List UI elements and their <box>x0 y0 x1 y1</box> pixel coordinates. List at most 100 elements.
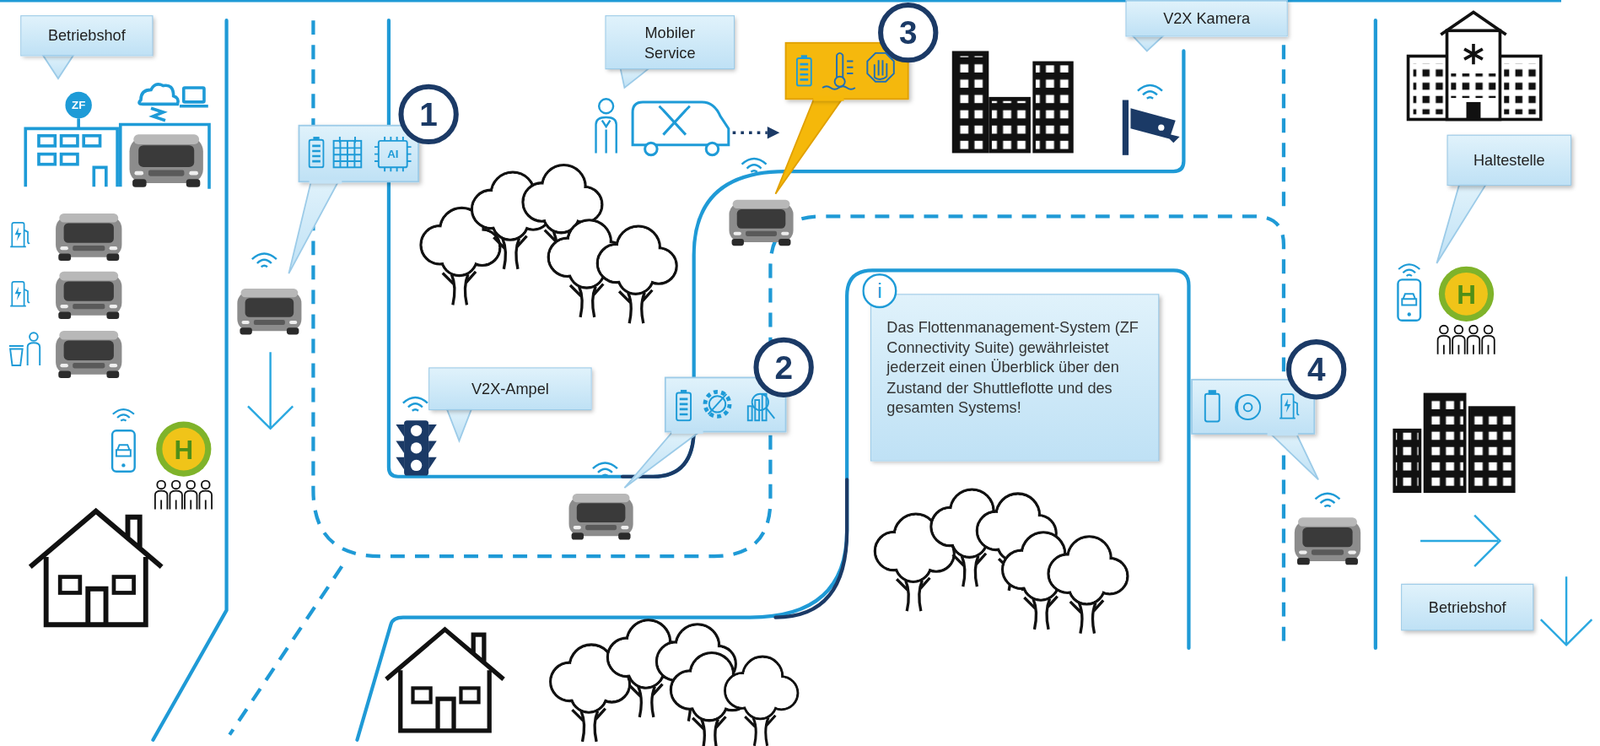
node-text: Betriebshof <box>1414 597 1521 618</box>
callout-pointer <box>43 54 74 79</box>
depot-building <box>179 104 209 108</box>
shuttle-vehicle <box>55 271 122 319</box>
bus-stop-sign <box>1444 272 1488 316</box>
status-bubble <box>378 140 408 168</box>
node-text: V2X-Ampel <box>441 378 579 399</box>
callout-pointer <box>447 409 472 441</box>
traffic-light-icon <box>410 441 422 453</box>
status-bubble <box>748 405 753 421</box>
service-person <box>596 117 617 153</box>
zf-logo <box>64 91 92 119</box>
cleaning-icon <box>29 332 38 341</box>
wifi-symbol <box>403 397 428 411</box>
city-buildings <box>1423 393 1467 494</box>
depot-building <box>93 167 107 187</box>
shuttle-vehicle <box>1294 517 1361 565</box>
status-bubble-alert <box>867 53 894 82</box>
hospital-icon <box>1408 12 1541 120</box>
status-bubble-alert <box>775 5 936 194</box>
traffic-light-icon <box>410 459 422 471</box>
service-person <box>598 98 614 114</box>
traffic-light-icon <box>395 440 405 453</box>
callout-pointer <box>1436 184 1486 264</box>
node-text: Haltestelle <box>1459 150 1558 171</box>
bus-stop-sign <box>161 427 205 471</box>
v2x-camera-icon <box>1125 100 1180 156</box>
wifi-symbol <box>1314 493 1340 507</box>
callout-box: Mobiler Service <box>604 15 735 70</box>
status-bubble <box>705 391 730 416</box>
bus-stop-letter: H <box>1456 281 1477 308</box>
shuttle-vehicle <box>569 493 634 539</box>
hospital-icon <box>1450 73 1496 98</box>
status-bubble <box>1244 403 1253 412</box>
callout-box: Betriebshof <box>1400 583 1534 631</box>
road-lines <box>388 20 1184 477</box>
status-bubble <box>374 136 412 172</box>
depot-building <box>139 84 178 121</box>
traffic-light-icon <box>428 424 437 437</box>
direction-arrows <box>247 351 293 429</box>
node-text: V2X Kamera <box>1138 8 1275 29</box>
city-buildings <box>952 50 990 153</box>
status-bubble <box>705 391 775 421</box>
status-bubble <box>752 393 769 410</box>
house-icon <box>30 511 162 625</box>
callout-box: Betriebshof <box>20 15 153 56</box>
road-lines <box>152 20 227 740</box>
status-bubble <box>288 86 456 274</box>
traffic-light-icon <box>410 425 422 437</box>
road-dashed-lines <box>1282 20 1286 216</box>
icon-text: AI <box>387 148 399 160</box>
city-buildings <box>1392 393 1515 494</box>
status-bubble <box>708 393 728 415</box>
node-text: Mobiler Service <box>620 22 720 63</box>
hospital-icon <box>1413 63 1444 114</box>
service-van <box>705 142 719 156</box>
status-bubble-alert <box>775 97 843 194</box>
wifi-symbol <box>1137 85 1163 99</box>
dotted-arrow <box>732 126 781 140</box>
status-bubble-alert <box>880 5 936 60</box>
traffic-light-icon <box>428 440 437 453</box>
wifi-symbol <box>252 253 277 268</box>
status-bubble <box>755 339 811 395</box>
depot-building <box>61 154 78 165</box>
city-buildings <box>1392 428 1422 493</box>
status-bubble-alert <box>822 61 856 90</box>
status-bubble <box>671 428 704 434</box>
traffic-light-icon <box>404 420 429 475</box>
callout-box: V2X Kamera <box>1125 0 1288 38</box>
status-bubble-alert <box>836 53 843 78</box>
status-bubble <box>1209 390 1216 394</box>
node-text: Betriebshof <box>33 26 141 47</box>
shuttle-vehicle <box>728 199 793 246</box>
traffic-light-icon <box>395 424 405 437</box>
shuttle-vehicle <box>129 134 204 187</box>
road-dashed-lines <box>312 20 1284 643</box>
status-bubble-alert <box>822 53 895 90</box>
callout-number: 1 <box>419 97 438 131</box>
status-bubble-alert <box>797 54 812 86</box>
depot-building <box>38 154 55 165</box>
status-bubble <box>1267 430 1299 436</box>
status-bubble <box>309 179 343 184</box>
status-bubble <box>624 339 811 488</box>
callout-pointer <box>620 68 650 88</box>
hospital-icon <box>1464 43 1483 65</box>
city-buildings <box>1426 396 1464 490</box>
shuttle-vehicle <box>55 330 122 378</box>
charging-icon <box>10 281 30 307</box>
callout-box: V2X-Ampel <box>428 366 593 410</box>
callout-box: Haltestelle <box>1447 134 1573 186</box>
depot-building <box>61 135 78 146</box>
hospital-icon <box>1466 102 1482 120</box>
phone-icon <box>1397 279 1421 320</box>
frame-line <box>0 0 1562 2</box>
trees <box>725 656 798 746</box>
depot-building <box>183 87 205 103</box>
status-bubble <box>334 136 362 168</box>
